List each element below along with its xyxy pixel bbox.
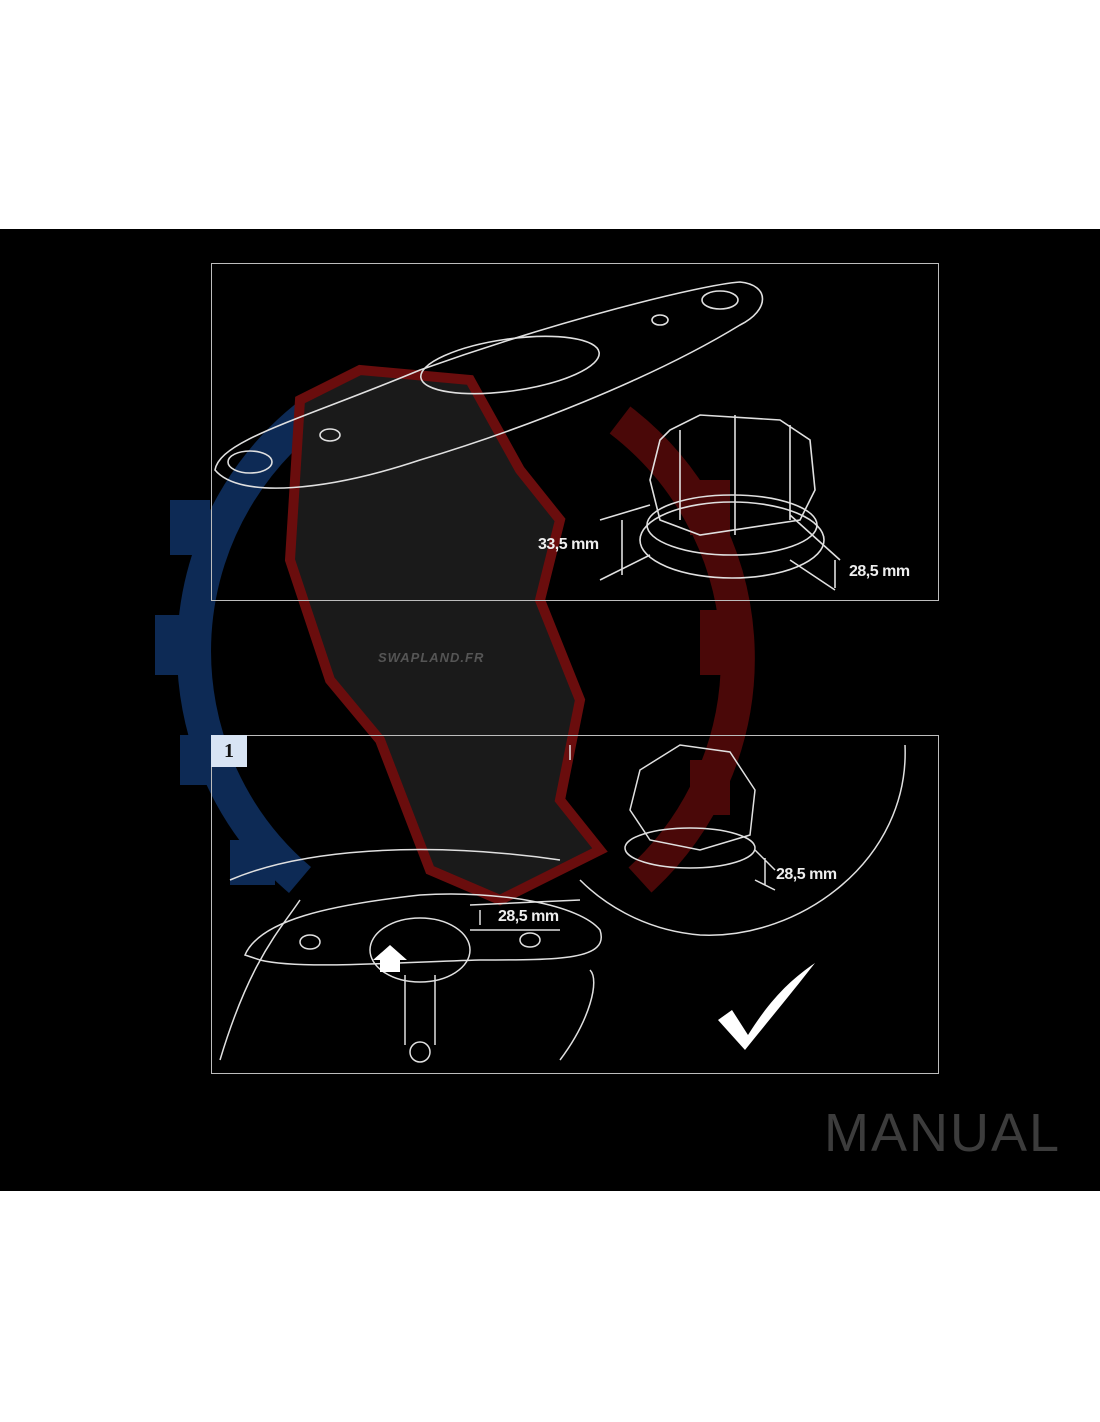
up-arrow-icon <box>373 945 407 972</box>
bottom-diagram-panel <box>211 735 939 1074</box>
sector-shaft <box>404 975 436 1045</box>
top-diagram-panel <box>211 263 939 601</box>
nut-top <box>649 414 816 536</box>
step-number-badge: 1 <box>211 735 247 767</box>
inset-nut <box>629 744 756 851</box>
watermark-text: SWAPLAND.FR <box>378 650 485 665</box>
detail-inset-circle <box>569 744 906 936</box>
dimension-leaders <box>599 504 841 591</box>
checkmark-icon <box>718 963 815 1050</box>
arm-hole-left <box>227 450 273 474</box>
dimension-label-28-5-top: 28,5 mm <box>849 563 910 580</box>
manual-label: MANUAL <box>824 1103 1062 1163</box>
dimension-label-33-5: 33,5 mm <box>538 536 599 553</box>
arm-hole-right <box>701 290 739 310</box>
arm-slot <box>420 335 600 395</box>
pitman-arm-outline <box>214 281 764 489</box>
pitman-arm-installed <box>243 893 602 966</box>
steering-box-output <box>369 917 471 983</box>
watermark-mascot <box>284 364 608 906</box>
dimension-arrows <box>621 520 836 588</box>
dimension-label-28-5-main: 28,5 mm <box>498 908 559 925</box>
dimension-label-28-5-inset: 28,5 mm <box>776 866 837 883</box>
